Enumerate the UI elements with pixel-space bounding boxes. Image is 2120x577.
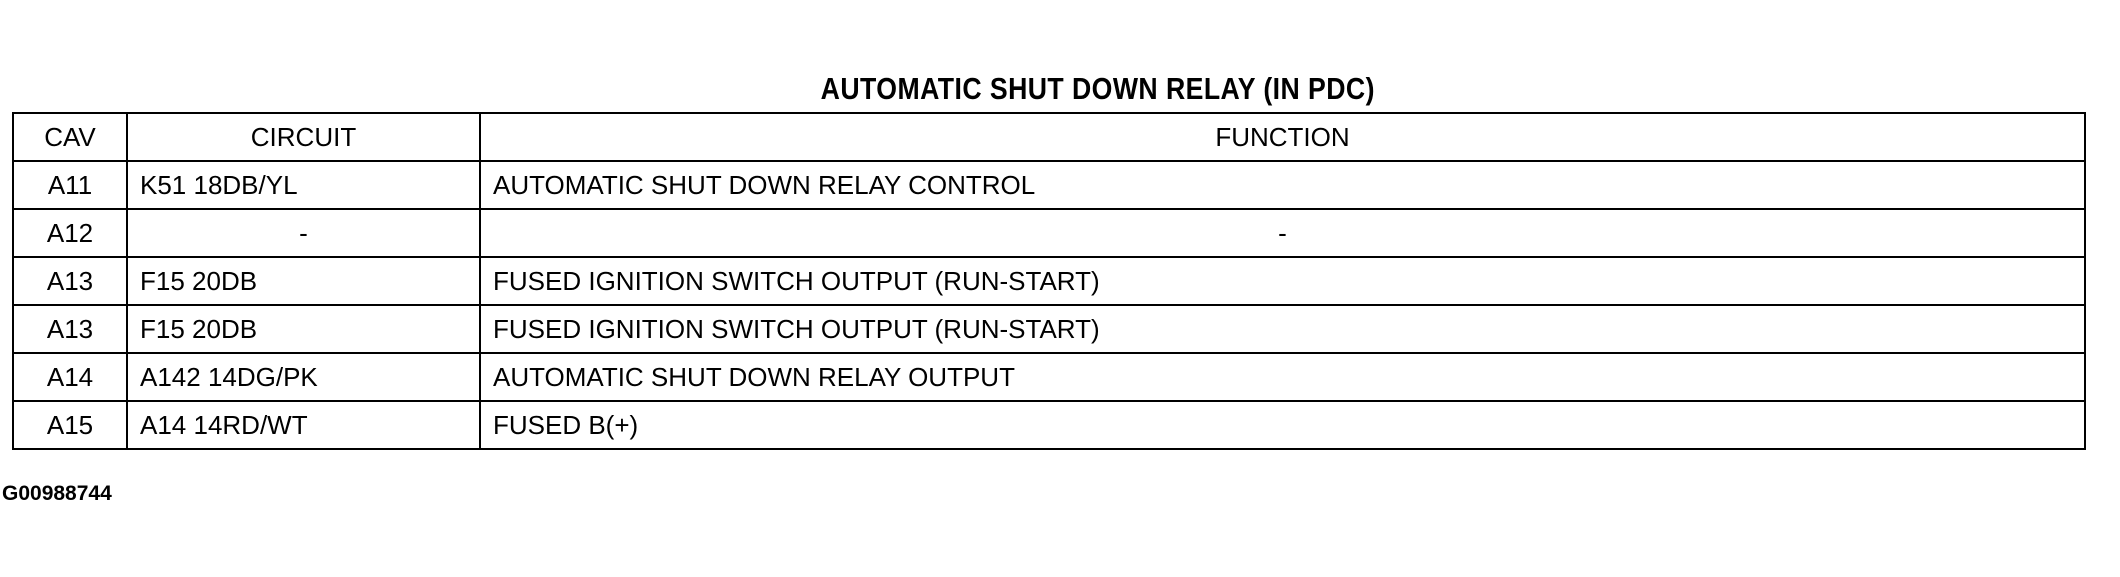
header-circuit: CIRCUIT — [126, 112, 481, 162]
cell-function: FUSED B(+) — [479, 400, 2086, 450]
table-row: A15 A14 14RD/WT FUSED B(+) — [12, 400, 2086, 450]
table-row: A14 A142 14DG/PK AUTOMATIC SHUT DOWN REL… — [12, 352, 2086, 402]
cell-function: FUSED IGNITION SWITCH OUTPUT (RUN-START) — [479, 256, 2086, 306]
header-cav: CAV — [12, 112, 128, 162]
cell-cav: A15 — [12, 400, 128, 450]
table-row: A12 - - — [12, 208, 2086, 258]
cell-function: FUSED IGNITION SWITCH OUTPUT (RUN-START) — [479, 304, 2086, 354]
table-row: A11 K51 18DB/YL AUTOMATIC SHUT DOWN RELA… — [12, 160, 2086, 210]
cell-circuit: F15 20DB — [126, 304, 481, 354]
table-title: AUTOMATIC SHUT DOWN RELAY (IN PDC) — [820, 71, 1375, 106]
cell-circuit: F15 20DB — [126, 256, 481, 306]
cell-circuit: A142 14DG/PK — [126, 352, 481, 402]
cell-circuit: A14 14RD/WT — [126, 400, 481, 450]
cell-cav: A12 — [12, 208, 128, 258]
cell-circuit: - — [126, 208, 481, 258]
table-row: A13 F15 20DB FUSED IGNITION SWITCH OUTPU… — [12, 256, 2086, 306]
table-row: A13 F15 20DB FUSED IGNITION SWITCH OUTPU… — [12, 304, 2086, 354]
figure-id: G00988744 — [2, 482, 112, 505]
cell-cav: A14 — [12, 352, 128, 402]
cell-cav: A11 — [12, 160, 128, 210]
cell-function: - — [479, 208, 2086, 258]
cell-circuit: K51 18DB/YL — [126, 160, 481, 210]
table-header-row: CAV CIRCUIT FUNCTION — [12, 112, 2086, 162]
connector-pinout-table: CAV CIRCUIT FUNCTION A11 K51 18DB/YL AUT… — [12, 112, 2086, 450]
cell-cav: A13 — [12, 304, 128, 354]
cell-function: AUTOMATIC SHUT DOWN RELAY OUTPUT — [479, 352, 2086, 402]
header-function: FUNCTION — [479, 112, 2086, 162]
cell-function: AUTOMATIC SHUT DOWN RELAY CONTROL — [479, 160, 2086, 210]
cell-cav: A13 — [12, 256, 128, 306]
